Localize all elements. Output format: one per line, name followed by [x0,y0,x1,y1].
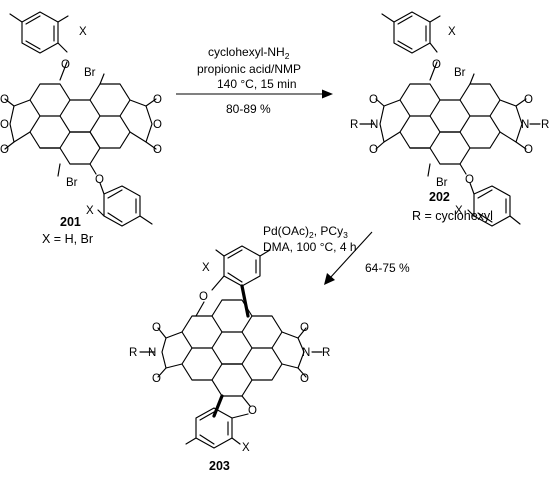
atom-o: O [465,174,474,186]
atom-o: O [153,94,162,106]
atom-n: N [148,347,156,359]
compound-201-structure [4,11,157,227]
compound-202-number: 202 [429,190,450,204]
step2-catalyst: Pd(OAc)2, PCy3 [263,224,348,240]
compound-202-structure [359,11,541,227]
atom-o: O [95,174,104,186]
atom-x: X [86,205,94,217]
atom-r: R [541,119,549,131]
atom-br: Br [436,177,448,189]
atom-o: O [0,144,9,156]
atom-br: Br [66,177,78,189]
compound-201-note: X = H, Br [42,232,93,246]
atom-o: O [369,94,378,106]
compound-201-number: 201 [60,215,81,229]
atom-o: O [153,119,162,131]
atom-x: X [242,442,250,454]
step2-conditions: DMA, 100 °C, 4 h [263,240,357,254]
atom-x: X [455,205,463,217]
reaction-arrow-step2 [324,231,373,285]
step1-conditions: 140 °C, 15 min [217,77,297,91]
atom-br: Br [84,67,96,79]
atom-o: O [0,94,9,106]
step2-yield: 64-75 % [365,261,410,275]
atom-x: X [79,26,87,38]
atom-o: O [0,119,9,131]
atom-o: O [300,322,309,334]
atom-o: O [153,144,162,156]
step1-solvent: propionic acid/NMP [197,62,301,76]
compound-203-structure [139,245,323,449]
atom-r: R [129,347,137,359]
atom-r: R [322,347,330,359]
step1-reagent: cyclohexyl-NH2 [208,45,290,61]
atom-o: O [61,59,70,71]
atom-x: X [202,262,210,274]
atom-x: X [448,26,456,38]
atom-o: O [152,373,161,385]
compound-203-number: 203 [209,459,230,473]
atom-o: O [248,405,257,417]
atom-o: O [199,291,208,303]
atom-br: Br [454,67,466,79]
atom-n: N [521,119,529,131]
atom-o: O [524,94,533,106]
step1-yield: 80-89 % [226,102,271,116]
atom-o: O [152,322,161,334]
atom-o: O [369,144,378,156]
reaction-arrow-step1 [176,89,333,99]
atom-o: O [432,59,441,71]
compound-202-note: R = cyclohexyl [412,209,493,223]
atom-o: O [524,144,533,156]
atom-n: N [302,347,310,359]
atom-r: R [350,119,358,131]
atom-n: N [370,119,378,131]
atom-o: O [300,373,309,385]
